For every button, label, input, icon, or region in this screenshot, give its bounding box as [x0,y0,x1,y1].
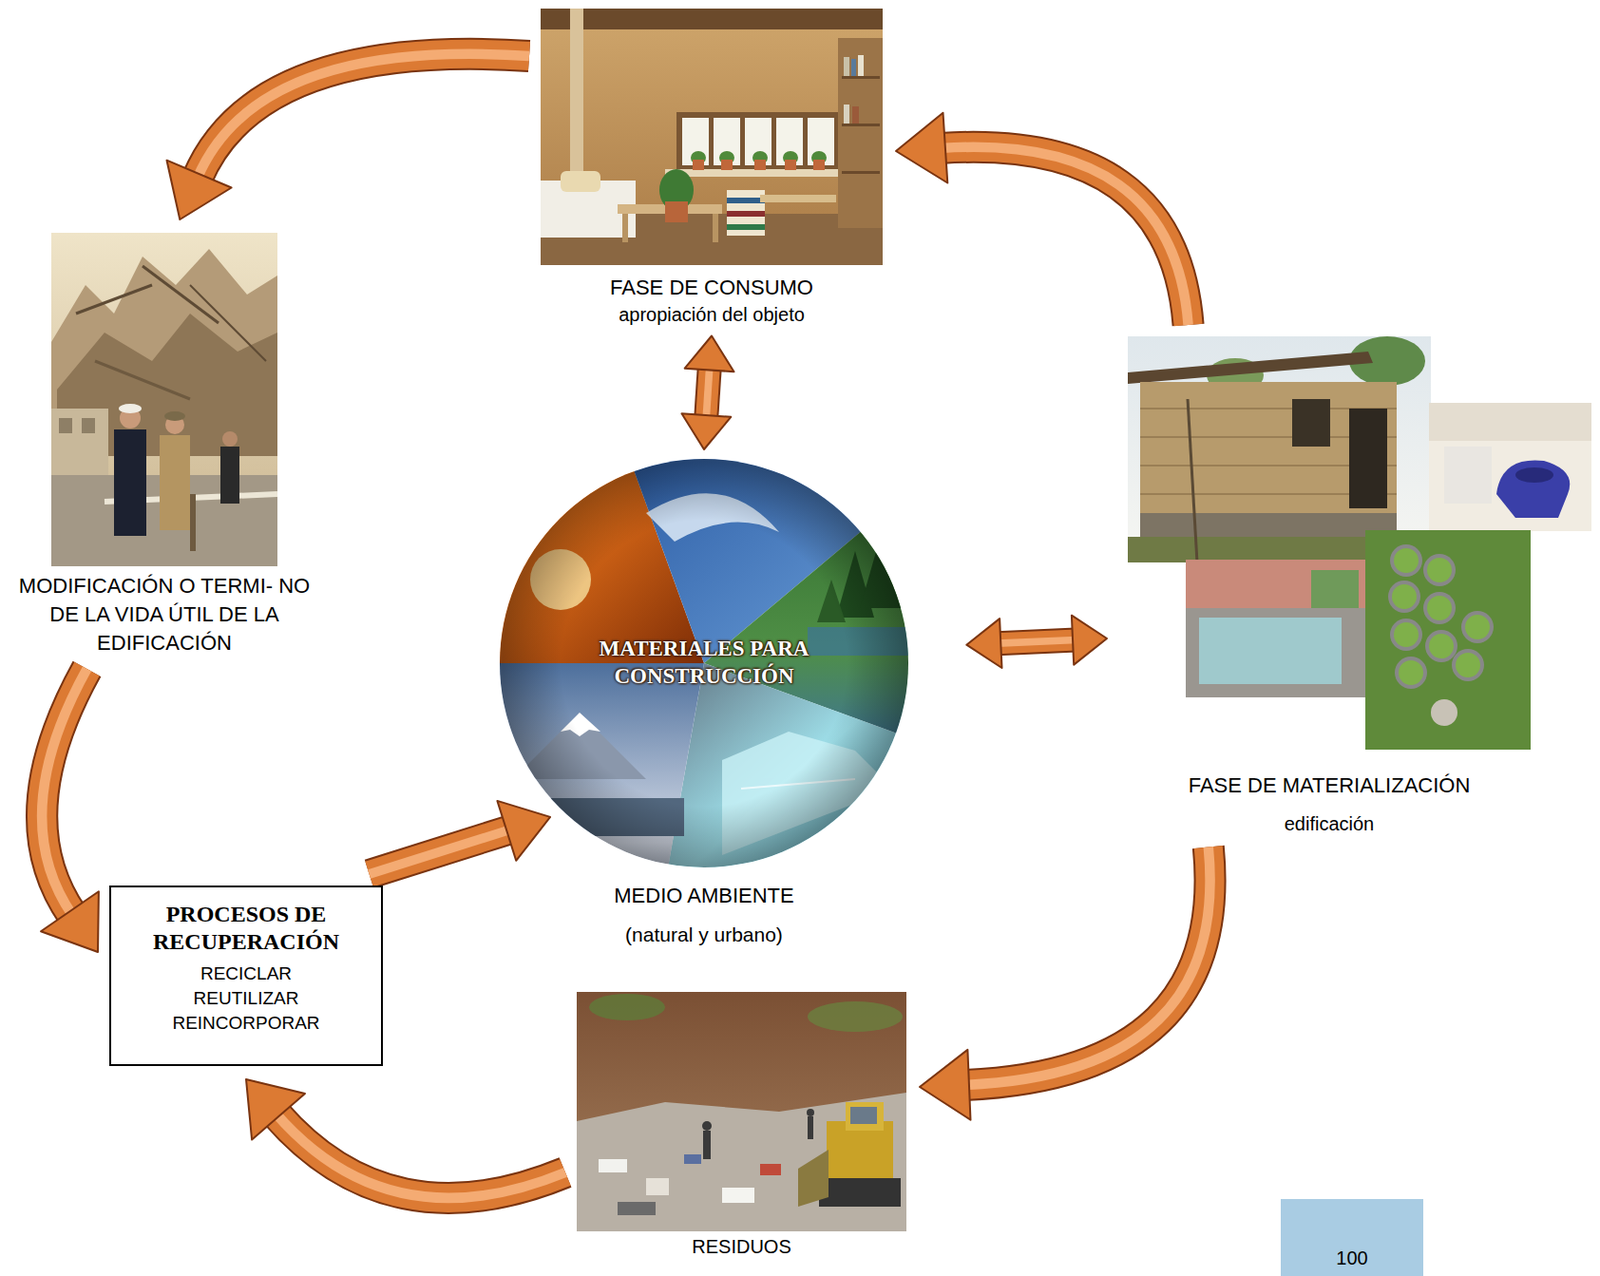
arrow-head [919,1049,972,1121]
arrow-head [966,618,1002,668]
cycle-arrow [919,847,1211,1121]
arrow-highlight [275,1112,566,1199]
arrow-highlight [997,640,1077,645]
environment-subtitle: (natural y urbano) [499,922,909,948]
cycle-arrow [246,1079,566,1199]
arrow-body [705,366,710,420]
photo-area [1127,336,1531,750]
photo-area [9,232,320,567]
arrow-outline [41,668,87,916]
arrow-head [685,336,735,373]
arrow-outline [964,847,1211,1086]
cycle-arrow [40,668,99,953]
arrow-outline [940,147,1189,325]
arrow-head [40,891,99,953]
arrow-head [682,413,732,450]
arrow-highlight [41,668,87,916]
arrow-highlight [369,829,512,875]
cycle-arrow [895,113,1189,325]
phase-subtitle: edificación [1127,812,1531,837]
arrow-outline [197,54,531,179]
arrow-body [275,1112,566,1199]
arrow-outline [369,829,512,875]
end-of-life-node: MODIFICACIÓN O TERMI- NO DE LA VIDA ÚTIL… [9,232,320,658]
phase-title: RESIDUOS [576,1235,907,1259]
phase-title: MODIFICACIÓN O TERMI- NO DE LA VIDA ÚTIL… [9,571,320,658]
collapsed-building-photo [51,232,278,567]
phase-subtitle: apropiación del objeto [540,303,883,327]
waste-node: RESIDUOS [576,991,907,1259]
phase-title: FASE DE CONSUMO [540,274,883,302]
arrow-head [895,113,948,184]
page-number: 100 [1280,1246,1424,1271]
phase-title: FASE DE MATERIALIZACIÓN [1127,772,1531,800]
arrow-highlight [940,147,1189,325]
construction-photos [1127,336,1592,750]
arrow-body [197,54,531,179]
environment-circle: MATERIALES PARA CONSTRUCCIÓN MEDIO AMBIEN… [499,458,909,948]
landfill-photo [576,991,907,1232]
arrow-outline [705,366,710,420]
box-list: RECICLAR REUTILIZAR REINCORPORAR [171,961,320,1036]
cycle-arrow [369,800,551,875]
page-number-box: 100 [1280,1199,1424,1276]
arrow-body [964,847,1211,1086]
arrow-highlight [705,366,710,420]
arrow-head [246,1079,305,1141]
cycle-arrow [966,615,1107,668]
circle-label: MATERIALES PARA CONSTRUCCIÓN [552,635,857,691]
arrow-body [997,640,1077,645]
arrow-highlight [197,54,531,179]
arrow-head [1071,615,1107,666]
environment-title: MEDIO AMBIENTE [499,882,909,910]
arrow-body [369,829,512,875]
environment-sphere [400,377,991,963]
photo-area [576,991,907,1232]
cycle-arrow [682,336,735,451]
recovery-process-box: PROCESOS DE RECUPERACIÓNRECICLAR REUTILI… [109,885,383,1067]
box-heading: PROCESOS DE RECUPERACIÓN [118,900,374,956]
arrow-body [940,147,1189,325]
photo-area [540,8,883,266]
arrow-outline [997,640,1077,645]
living-room-photo [540,8,883,266]
arrow-head [167,160,232,220]
cycle-arrow [167,54,531,220]
consumption-phase-node: FASE DE CONSUMOapropiación del objeto [540,8,883,327]
arrow-head [496,800,551,861]
arrow-body [41,668,87,916]
arrow-outline [275,1112,566,1199]
materialization-phase-node: FASE DE MATERIALIZACIÓN edificación [1127,336,1531,837]
arrow-highlight [964,847,1211,1086]
